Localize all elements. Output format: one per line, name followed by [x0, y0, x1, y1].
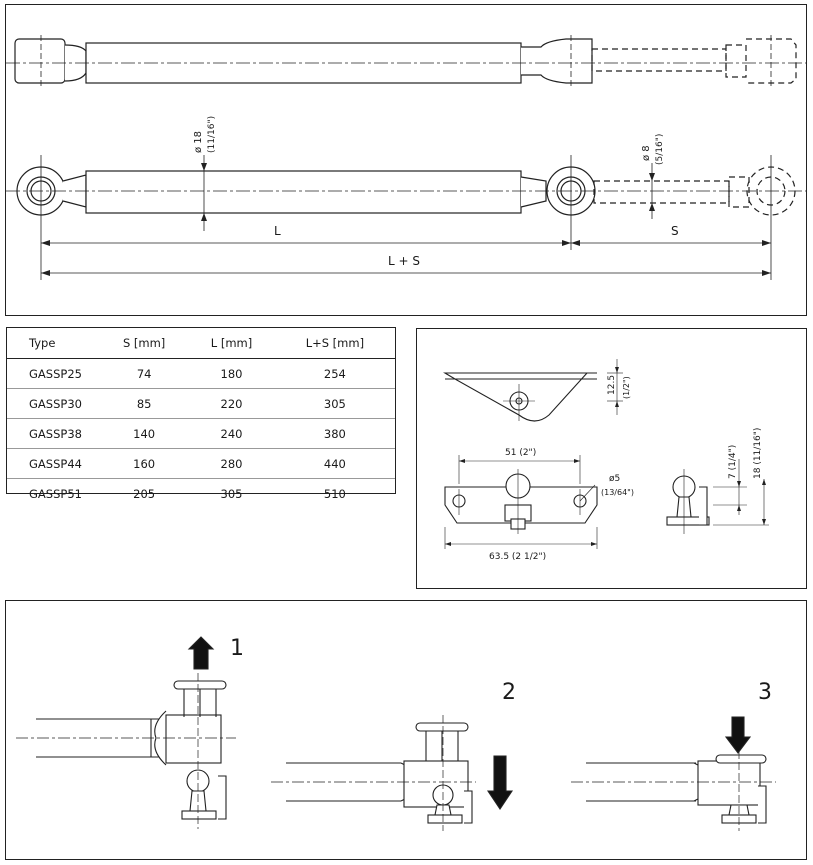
- assembly-steps-drawing: 1 2 3: [16, 636, 776, 831]
- spec-table: Type S [mm] L [mm] L+S [mm] GASSP25 74 1…: [6, 327, 396, 501]
- cell-type: GASSP38: [7, 418, 100, 449]
- cell-s: 85: [100, 388, 189, 419]
- cell-l: 305: [220, 486, 243, 501]
- table-row: GASSP44 160 280 440: [7, 448, 395, 479]
- cell-s: 160: [100, 448, 189, 479]
- cell-s: 205: [133, 486, 156, 501]
- table-row: GASSP25 74 180 254: [7, 358, 395, 389]
- bracket-height-top: 12.5: [607, 375, 617, 395]
- bracket-height-top-imperial: (1/2"): [622, 376, 631, 399]
- table-row: GASSP51 205 305 510: [7, 479, 395, 509]
- cell-l: 220: [188, 388, 275, 419]
- header-s: S [mm]: [100, 328, 189, 359]
- step-number-1: 1: [230, 636, 244, 661]
- cell-s: 74: [100, 358, 189, 389]
- step1-illustration: [16, 636, 236, 829]
- step2-illustration: [271, 715, 514, 831]
- cell-type: GASSP25: [7, 358, 100, 389]
- bracket-panel: 12.5 (1/2") 51 (2") ø5 (13/64") 63.5 (2 …: [416, 328, 807, 589]
- rod-diameter-imperial: (11/16"): [207, 116, 217, 153]
- table-row: GASSP38 140 240 380: [7, 418, 395, 449]
- steps-panel: 1 2 3: [5, 600, 807, 860]
- dimension-L-plus-S: L + S: [388, 254, 420, 268]
- bracket-width-inner: 51 (2"): [505, 448, 536, 458]
- down-arrow-icon: [724, 716, 752, 754]
- step3-illustration: [571, 716, 776, 831]
- cell-ls: 380: [274, 418, 395, 449]
- cell-l: 280: [188, 448, 275, 479]
- cell-l: 180: [188, 358, 275, 389]
- table-header-row: Type S [mm] L [mm] L+S [mm]: [7, 328, 395, 359]
- header-ls: L+S [mm]: [274, 328, 395, 359]
- header-type: Type: [7, 328, 100, 359]
- header-l: L [mm]: [188, 328, 275, 359]
- bracket-side-height-1: 7 (1/4"): [728, 445, 738, 479]
- dimension-L: L: [274, 224, 281, 238]
- cell-type: GASSP51: [29, 486, 82, 501]
- table-row: GASSP30 85 220 305: [7, 388, 395, 419]
- piston-diameter-label: ø 8: [641, 145, 652, 161]
- gas-spring-drawing: ø 18 (11/16") ø 8 (5/16") L S L + S: [6, 35, 806, 280]
- rod-diameter-label: ø 18: [193, 131, 204, 153]
- cell-ls: 440: [274, 448, 395, 479]
- bracket-drawing: 12.5 (1/2") 51 (2") ø5 (13/64") 63.5 (2 …: [443, 359, 769, 562]
- step-number-2: 2: [502, 680, 516, 705]
- cell-ls: 510: [323, 486, 346, 501]
- piston-diameter-imperial: (5/16"): [655, 134, 665, 165]
- spring-side-view: [6, 35, 806, 87]
- bracket-side-height-2: 18 (11/16"): [753, 428, 763, 479]
- up-arrow-icon: [187, 636, 215, 670]
- dimension-S: S: [671, 224, 679, 238]
- bracket-width-outer: 63.5 (2 1/2"): [489, 552, 546, 562]
- step-number-3: 3: [758, 680, 772, 705]
- down-arrow-icon: [486, 755, 514, 810]
- bracket-hole-diameter-imperial: (13/64"): [601, 488, 634, 497]
- cell-ls: 305: [274, 388, 395, 419]
- cell-type: GASSP44: [7, 448, 100, 479]
- top-panel: ø 18 (11/16") ø 8 (5/16") L S L + S: [5, 4, 807, 316]
- cell-s: 140: [100, 418, 189, 449]
- cell-type: GASSP30: [7, 388, 100, 419]
- cell-l: 240: [188, 418, 275, 449]
- bracket-hole-diameter: ø5: [609, 474, 620, 484]
- spring-top-view: [6, 155, 806, 280]
- cell-ls: 254: [274, 358, 395, 389]
